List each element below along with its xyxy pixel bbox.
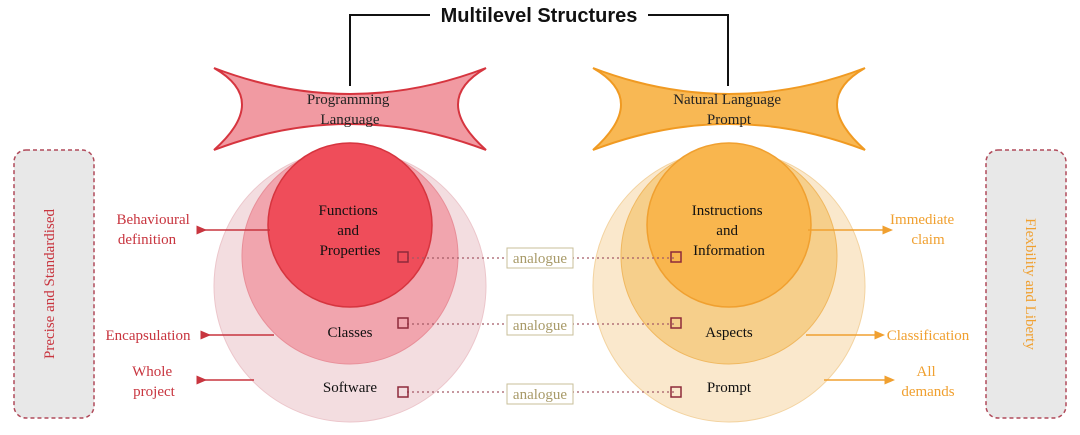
analogue-text-2: analogue [513,318,567,334]
right-inner-line-3: Information [693,243,765,259]
right-side-box [985,149,1067,419]
right-annotation-2: Classification [887,328,970,344]
title-bracket [349,14,729,86]
left-annotation-3-line-2: project [133,384,175,400]
left-square-2 [397,317,409,329]
right-annotation-1-line-1: Immediate [890,212,954,228]
right-middle-label: Aspects [705,325,753,341]
right-annotation-3: All demands [901,364,954,400]
left-annotation-1-line-1: Behavioural [116,212,189,228]
right-square-1 [670,251,682,263]
right-annotation-1-line-2: claim [911,232,945,248]
right-square-2 [670,317,682,329]
right-header-text: Natural Language Prompt [673,92,785,128]
left-header-line-1: Programming [307,92,390,108]
right-header-line-1: Natural Language [673,92,781,108]
right-annotation-2-line-1: Classification [887,328,970,344]
analogue-label-2: analogue [506,314,574,336]
left-annotation-3-line-1: Whole [132,364,172,380]
left-annotation-1: Behavioural definition [116,212,193,248]
right-annotation-1: Immediate claim [890,212,958,248]
left-header-shape [213,67,487,151]
right-outer-label: Prompt [707,380,752,396]
right-side-label: Flexbility and Liberty [1022,218,1038,350]
left-inner-line-1: Functions [319,203,378,219]
left-header-line-2: Language [320,112,379,128]
left-inner-line-2: and [337,223,359,239]
right-inner-label: Instructions and Information [692,203,767,259]
analogue-text-1: analogue [513,251,567,267]
right-inner-line-2: and [716,223,738,239]
left-square-1 [397,251,409,263]
analogue-label-1: analogue [506,247,574,269]
left-outer-label: Software [323,380,377,396]
left-annotation-3: Whole project [132,364,176,400]
left-inner-line-3: Properties [320,243,381,259]
right-header-shape [592,67,866,151]
right-square-3 [670,386,682,398]
left-annotation-2-line-1: Encapsulation [106,328,191,344]
left-square-3 [397,386,409,398]
right-annotation-3-line-2: demands [901,384,954,400]
left-middle-label: Classes [328,325,373,341]
left-inner-label: Functions and Properties [319,203,382,259]
right-inner-circle [646,142,812,308]
analogue-text-3: analogue [513,387,567,403]
right-inner-line-1: Instructions [692,203,763,219]
left-annotation-2: Encapsulation [106,328,191,344]
left-header-text: Programming Language [307,92,393,128]
analogue-label-3: analogue [506,383,574,405]
left-annotation-1-line-2: definition [118,232,177,248]
diagram-title: Multilevel Structures [441,5,638,27]
left-inner-circle [267,142,433,308]
right-annotation-3-line-1: All [917,364,936,380]
left-side-label: Precise and Standardised [42,209,58,359]
right-header-line-2: Prompt [707,112,752,128]
left-side-box [13,149,95,419]
